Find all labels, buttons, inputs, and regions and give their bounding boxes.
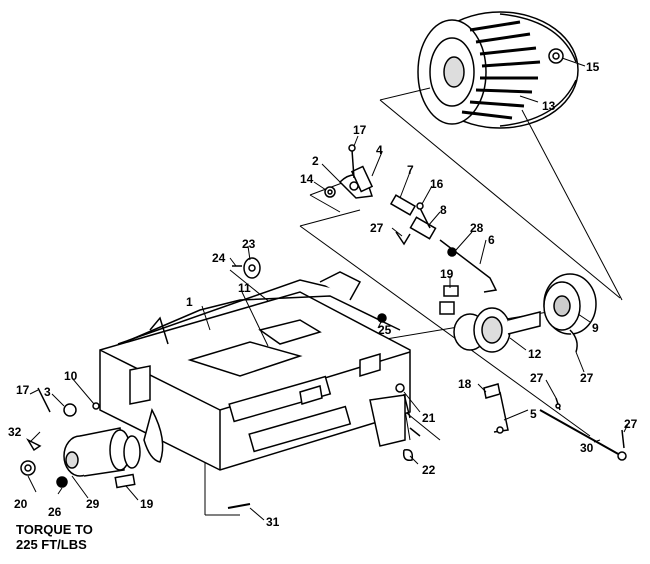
callout-15: 15 bbox=[586, 60, 600, 74]
leader-lines bbox=[27, 57, 629, 521]
callout-27-right: 27 bbox=[580, 371, 594, 385]
callout-27-upper: 27 bbox=[370, 221, 384, 235]
callout-22: 22 bbox=[422, 463, 436, 477]
front-spindle-assembly bbox=[20, 387, 251, 509]
callout-29: 29 bbox=[86, 497, 100, 511]
callout-11: 11 bbox=[238, 281, 251, 295]
callout-19-upper: 19 bbox=[440, 267, 454, 281]
callout-10: 10 bbox=[64, 369, 78, 383]
callout-27-mid: 27 bbox=[530, 371, 544, 385]
callout-28: 28 bbox=[470, 221, 484, 235]
callout-24: 24 bbox=[212, 251, 226, 265]
callout-1: 1 bbox=[186, 295, 193, 309]
callout-19-lower: 19 bbox=[140, 497, 154, 511]
brake-linkage bbox=[324, 144, 437, 246]
callout-9: 9 bbox=[592, 321, 599, 335]
callout-17-left: 17 bbox=[16, 383, 30, 397]
callout-4: 4 bbox=[376, 143, 383, 157]
callout-25: 25 bbox=[378, 323, 392, 337]
callout-7: 7 bbox=[407, 163, 414, 177]
callout-13: 13 bbox=[542, 99, 556, 113]
torque-note: TORQUE TO 225 FT/LBS bbox=[16, 522, 93, 552]
torque-note-line1: TORQUE TO bbox=[16, 522, 93, 537]
callout-23: 23 bbox=[242, 237, 256, 251]
callout-17: 17 bbox=[353, 123, 367, 137]
callout-2: 2 bbox=[312, 154, 319, 168]
callout-12: 12 bbox=[528, 347, 542, 361]
small-parts bbox=[232, 257, 627, 462]
callout-labels: 13 15 17 4 2 14 7 16 8 27 28 6 19 23 24 … bbox=[8, 60, 638, 529]
axle-hub bbox=[439, 301, 541, 353]
callout-5: 5 bbox=[530, 407, 537, 421]
lug-nut bbox=[548, 48, 564, 64]
callout-14: 14 bbox=[300, 172, 314, 186]
callout-27-far-right: 27 bbox=[624, 417, 638, 431]
callout-31: 31 bbox=[266, 515, 280, 529]
callout-18: 18 bbox=[458, 377, 472, 391]
callout-8: 8 bbox=[440, 203, 447, 217]
brake-drum bbox=[543, 273, 597, 353]
callout-16: 16 bbox=[430, 177, 444, 191]
callout-3: 3 bbox=[44, 385, 51, 399]
torque-note-line2: 225 FT/LBS bbox=[16, 537, 87, 552]
callout-30: 30 bbox=[580, 441, 594, 455]
callout-32: 32 bbox=[8, 425, 22, 439]
brake-rod bbox=[439, 239, 498, 293]
callout-21: 21 bbox=[422, 411, 436, 425]
callout-6: 6 bbox=[488, 233, 495, 247]
main-frame bbox=[99, 271, 411, 471]
callout-26: 26 bbox=[48, 505, 62, 519]
rear-tire bbox=[417, 11, 579, 129]
callout-20: 20 bbox=[14, 497, 28, 511]
